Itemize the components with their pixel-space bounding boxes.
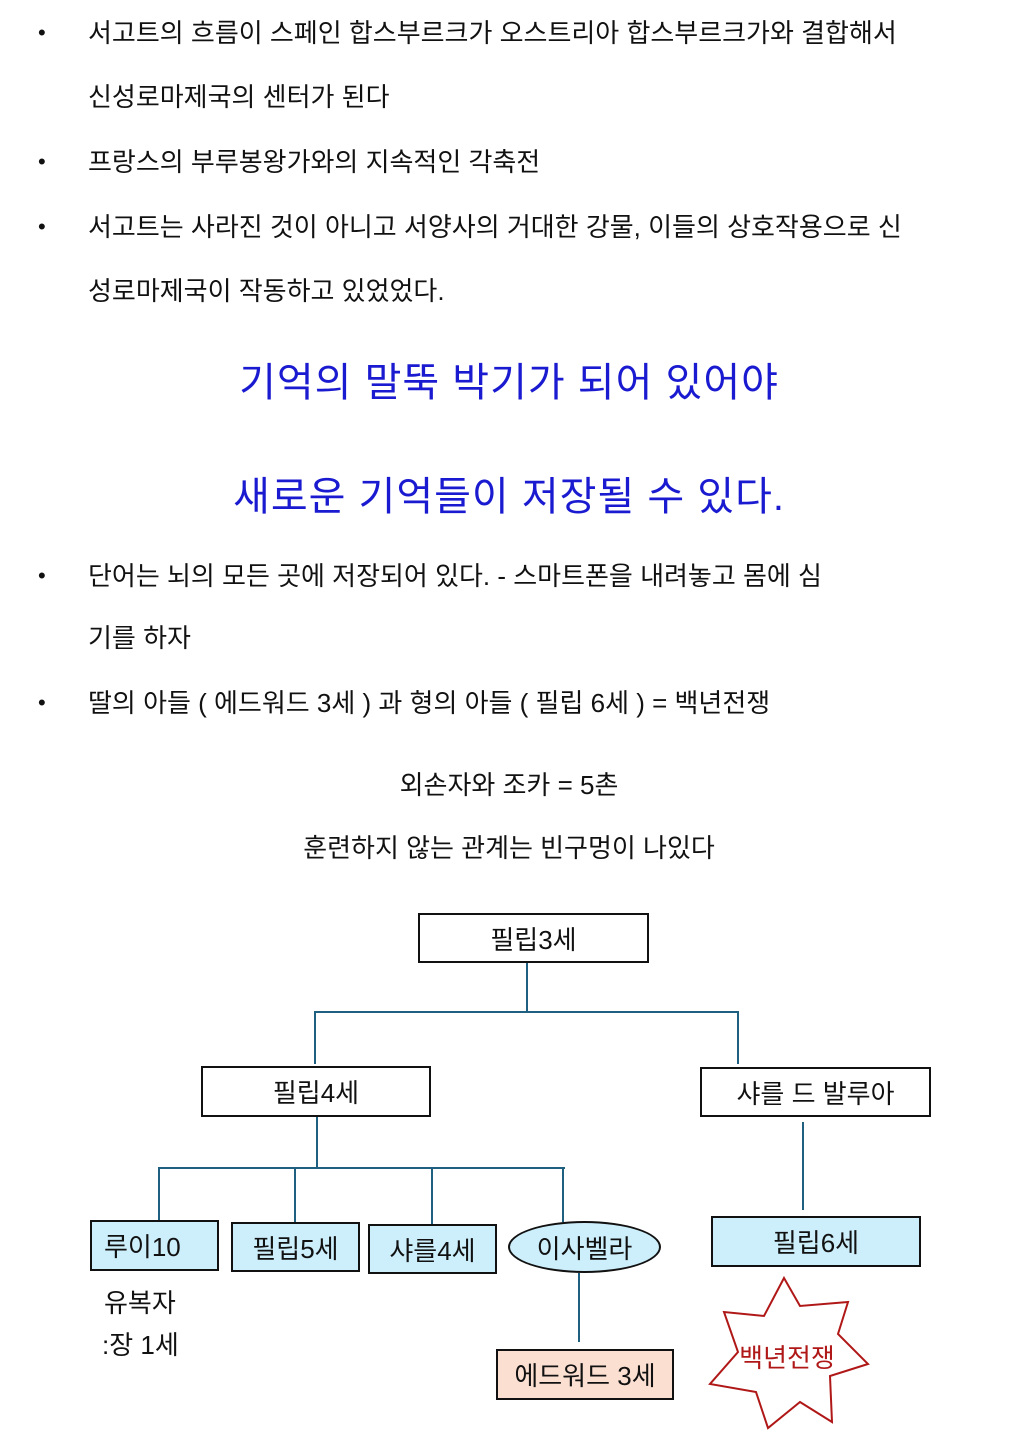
centered-text: 외손자와 조카 = 5촌 xyxy=(399,770,619,800)
war-label: 백년전쟁 xyxy=(739,1343,835,1373)
note-text: 유복자 xyxy=(104,1288,176,1318)
centered-text: 훈련하지 않는 관계는 빈구멍이 나있다 xyxy=(303,833,715,863)
connector xyxy=(526,962,528,1012)
connector xyxy=(802,1122,804,1210)
heading: 새로운 기억들이 저장될 수 있다. xyxy=(233,475,785,519)
node-grandchild: 루이10 xyxy=(90,1220,219,1271)
connector xyxy=(294,1167,296,1222)
node-grandchild: 샤를4세 xyxy=(368,1224,497,1274)
connector xyxy=(158,1167,565,1169)
connector xyxy=(431,1167,433,1224)
connector xyxy=(316,1116,318,1168)
bullet-text: 딸의 아들 ( 에드워드 3세 ) 과 형의 아들 ( 필립 6세 ) = 백년… xyxy=(88,688,771,718)
bullet-text: 단어는 뇌의 모든 곳에 저장되어 있다. - 스마트폰을 내려놓고 몸에 심 xyxy=(88,561,822,591)
connector xyxy=(314,1011,739,1013)
node-left-child: 필립4세 xyxy=(201,1066,431,1117)
bullet-text: 프랑스의 부루봉왕가와의 지속적인 각축전 xyxy=(88,147,541,177)
connector xyxy=(578,1273,580,1342)
bullet-icon: • xyxy=(38,214,46,239)
bullet-text: 신성로마제국의 센터가 된다 xyxy=(88,82,390,112)
connector xyxy=(562,1167,564,1222)
node-right-child: 샤를 드 발루아 xyxy=(700,1067,931,1117)
connector xyxy=(158,1167,160,1220)
heading: 기억의 말뚝 박기가 되어 있어야 xyxy=(239,361,779,405)
bullet-icon: • xyxy=(38,563,46,588)
starburst-icon xyxy=(708,1275,870,1430)
bullet-icon: • xyxy=(38,149,46,174)
bullet-text: 서고트는 사라진 것이 아니고 서양사의 거대한 강물, 이들의 상호작용으로 … xyxy=(88,212,902,242)
bullet-text: 기를 하자 xyxy=(88,623,191,653)
node-right-grandchild: 필립6세 xyxy=(711,1216,921,1267)
connector xyxy=(314,1011,316,1064)
note-text: :장 1세 xyxy=(102,1330,179,1360)
connector xyxy=(737,1011,739,1064)
bullet-icon: • xyxy=(38,690,46,715)
node-root: 필립3세 xyxy=(418,913,649,963)
bullet-text: 서고트의 흐름이 스페인 합스부르크가 오스트리아 합스부르크가와 결합해서 xyxy=(88,18,897,48)
node-grandchild-ellipse: 이사벨라 xyxy=(508,1221,661,1273)
node-grandchild: 필립5세 xyxy=(231,1222,360,1272)
node-great-grandchild: 에드워드 3세 xyxy=(496,1349,674,1400)
bullet-text: 성로마제국이 작동하고 있었었다. xyxy=(88,276,445,306)
bullet-icon: • xyxy=(38,20,46,45)
